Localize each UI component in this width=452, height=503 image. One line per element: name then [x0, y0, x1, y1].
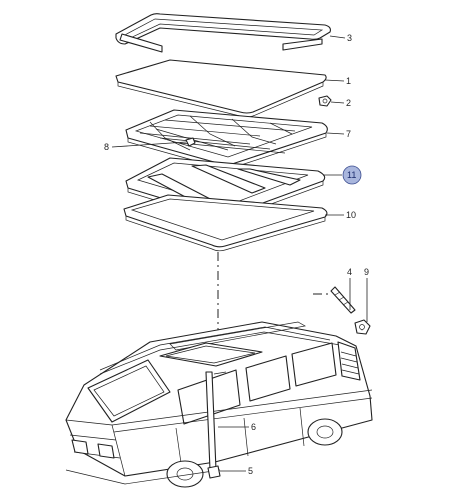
highlight-marker — [342, 165, 362, 185]
callout-10: 10 — [346, 210, 356, 220]
callout-5: 5 — [248, 466, 253, 476]
part-3-roof-seal — [115, 13, 331, 53]
callout-9: 9 — [364, 267, 369, 277]
callout-6: 6 — [251, 422, 256, 432]
callout-8: 8 — [104, 142, 109, 152]
part-2-clip — [318, 95, 332, 107]
leader-lines — [111, 35, 368, 472]
callout-11: 11 — [347, 170, 356, 180]
part-4-bolt — [330, 286, 356, 314]
part-10-frame-seal — [123, 194, 328, 252]
callout-3: 3 — [347, 33, 352, 43]
callout-4: 4 — [347, 267, 352, 277]
callout-11-highlight[interactable]: 11 — [342, 165, 362, 185]
van-illustration — [65, 321, 373, 488]
callout-1: 1 — [346, 76, 351, 86]
callout-2: 2 — [346, 98, 351, 108]
part-9-nut — [354, 319, 371, 335]
part-7-headliner-frame — [125, 109, 328, 170]
part-1-sliding-roof-panel — [115, 59, 327, 118]
callout-7: 7 — [346, 129, 351, 139]
